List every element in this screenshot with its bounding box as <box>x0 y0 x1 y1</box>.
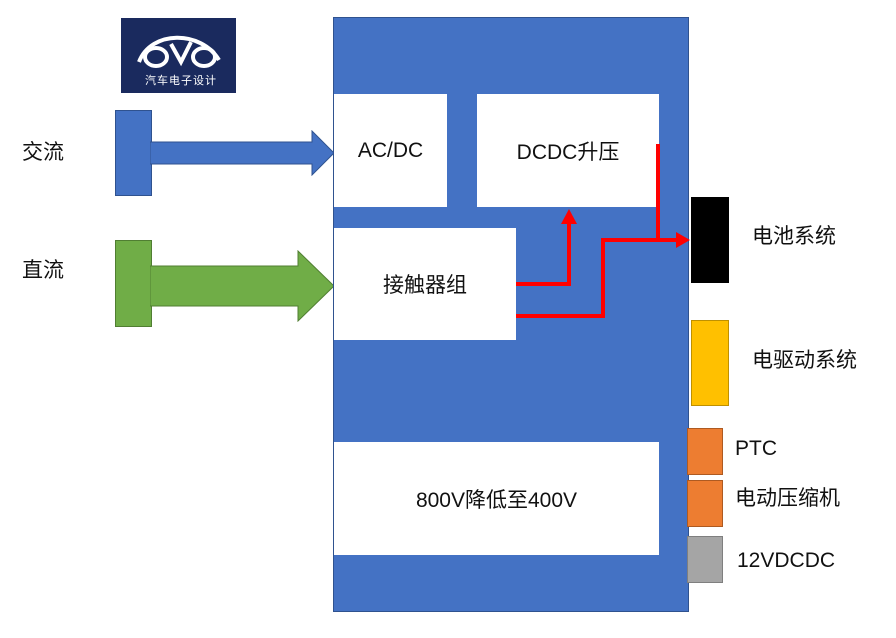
battery-system-label: 电池系统 <box>752 225 836 248</box>
dc-arrow <box>150 250 335 322</box>
acdc-module: AC/DC <box>334 94 447 207</box>
logo: 汽车电子设计 <box>121 18 236 93</box>
12v-dcdc-block <box>687 536 723 583</box>
step-down-module: 800V降低至400V <box>334 442 659 555</box>
12v-dcdc-label: 12VDCDC <box>737 549 836 572</box>
compressor-block <box>687 480 723 527</box>
ac-arrow <box>150 130 335 176</box>
flow-contactor-to-battery <box>516 238 678 318</box>
drive-system-label: 电驱动系统 <box>752 349 857 372</box>
car-logo-icon <box>137 35 221 68</box>
flow-battery-arrowhead <box>676 232 690 248</box>
ac-source-block <box>115 110 152 196</box>
ptc-block <box>687 428 723 475</box>
logo-text: 汽车电子设计 <box>145 75 217 87</box>
compressor-label: 电动压缩机 <box>735 487 840 510</box>
contactor-group-module: 接触器组 <box>334 228 516 340</box>
drive-system-block <box>691 320 729 406</box>
flow-boost-arrowhead <box>561 209 577 224</box>
dc-input-label: 直流 <box>22 259 64 282</box>
flow-contactor-to-boost <box>516 222 571 286</box>
battery-system-block <box>691 197 729 283</box>
ptc-label: PTC <box>735 437 777 460</box>
dcdc-boost-module: DCDC升压 <box>477 94 659 207</box>
ac-input-label: 交流 <box>22 141 64 164</box>
